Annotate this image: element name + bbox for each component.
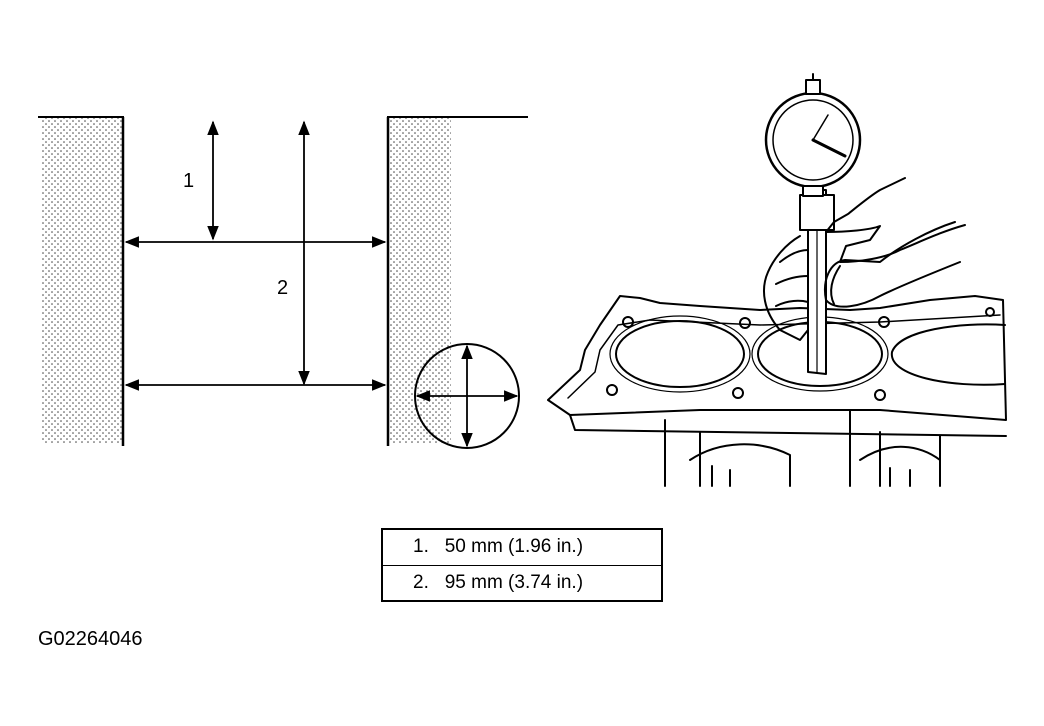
upper-hand [825, 177, 966, 263]
table-row: 1. 50 mm (1.96 in.) [381, 528, 663, 566]
specification-table: 1. 50 mm (1.96 in.) 2. 95 mm (3.74 in.) [381, 528, 663, 602]
bore-direction-circle [414, 343, 520, 449]
right-block-wall [389, 118, 451, 444]
row-value: 95 mm (3.74 in.) [444, 571, 584, 593]
spec-row-2: 2. 95 mm (3.74 in.) [381, 564, 663, 602]
dial-needle [811, 138, 847, 158]
engine-block-illustration [547, 73, 1007, 487]
lower-hand [824, 221, 961, 308]
table-row: 2. 95 mm (3.74 in.) [381, 564, 663, 602]
spec-row-1: 1. 50 mm (1.96 in.) [381, 528, 663, 566]
cylinder-bore-1 [615, 320, 745, 388]
figure-code: G02264046 [38, 628, 143, 650]
cylinder-bore-3 [890, 323, 1006, 386]
row-number: 2. [413, 571, 429, 593]
row-number: 1. [413, 536, 429, 558]
dimension-label-1: 1 [183, 170, 194, 192]
left-block-wall [42, 118, 122, 444]
row-value: 50 mm (1.96 in.) [444, 536, 584, 558]
dimension-label-2: 2 [277, 277, 288, 299]
cylinder-cross-section: 1 2 [38, 116, 528, 446]
